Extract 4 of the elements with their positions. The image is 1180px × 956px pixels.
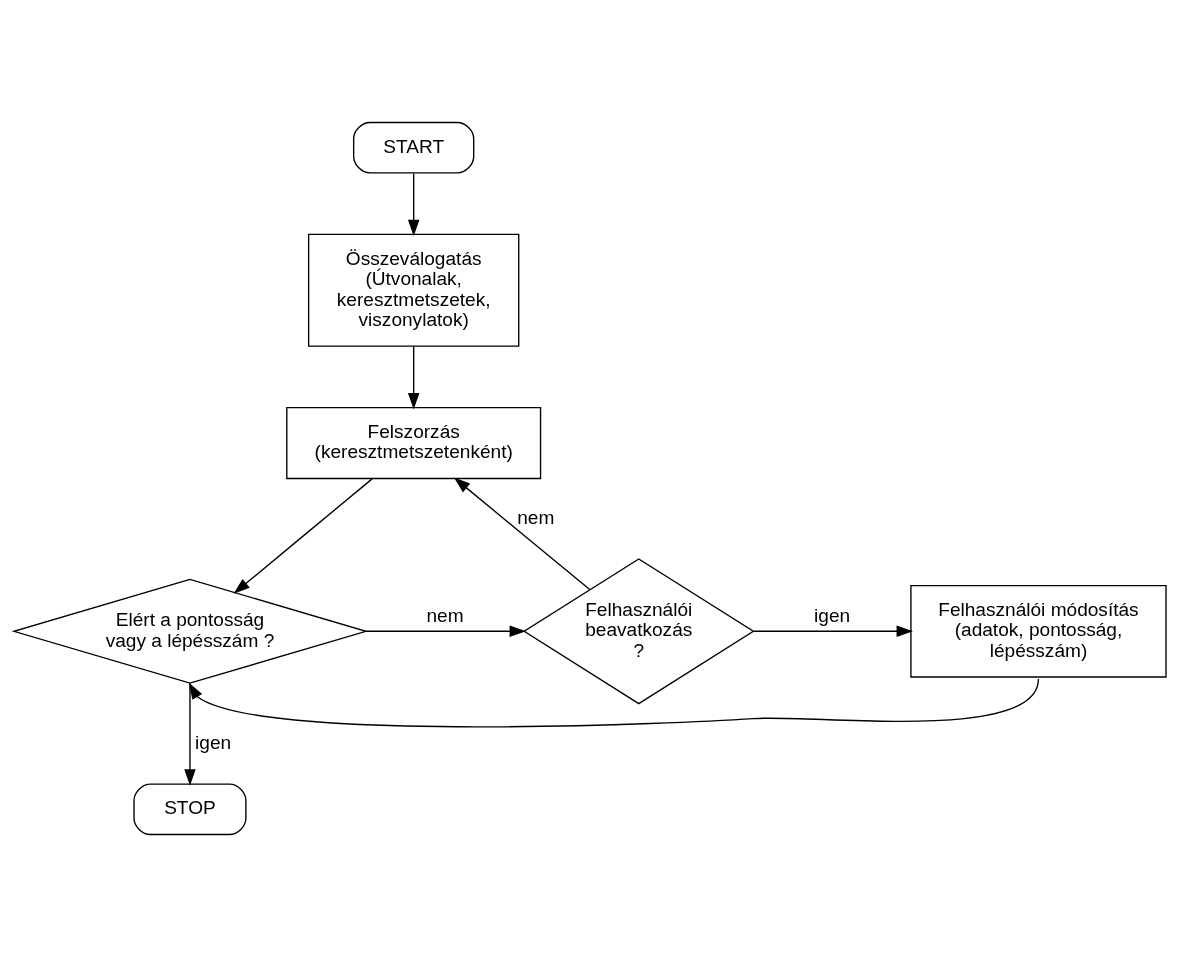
edge-label: nem xyxy=(426,604,464,626)
edge-label: nem xyxy=(517,506,555,528)
edge-label: igen xyxy=(814,604,851,626)
edge-label: igen xyxy=(195,731,232,753)
